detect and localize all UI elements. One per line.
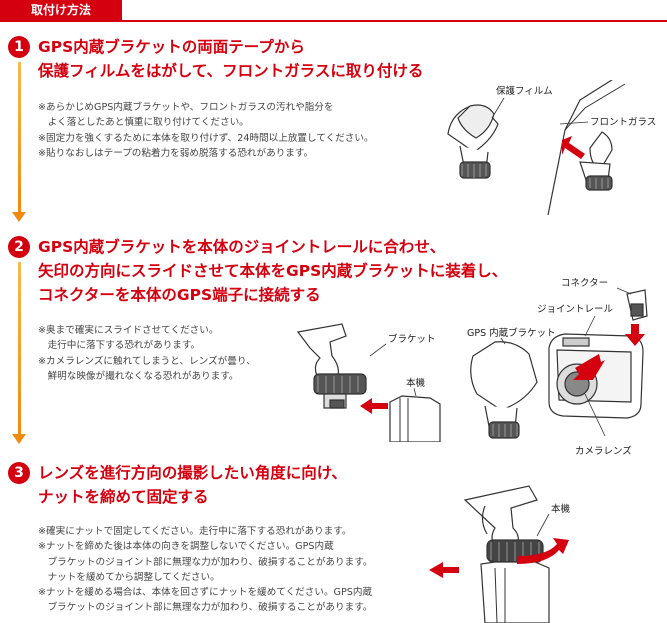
note-line: ブラケットのジョイント部に無理な力が加わり、破損することがあります。: [38, 556, 373, 568]
gps-bracket-drawing: [470, 341, 538, 439]
note-line: 走行中に落下する恐れがあります。: [38, 340, 201, 352]
mount-drawing: [463, 485, 550, 623]
label-gps-bracket: GPS 内蔵ブラケット: [467, 327, 556, 339]
flow-arrow-down-icon: [12, 212, 26, 222]
slide-arrow-icon: [360, 398, 388, 414]
slide-arrow-icon: [573, 354, 605, 380]
note-line: ※奥まで確実にスライドさせてください。: [38, 325, 219, 336]
step-2-title-line: コネクターを本体のGPS端子に接続する: [38, 286, 321, 304]
label-joint-rail: ジョイントレール: [537, 304, 614, 315]
label-bracket: ブラケット: [388, 333, 436, 345]
step-2-title: GPS内蔵ブラケットを本体のジョイントレールに合わせ、 矢印の方向にスライドさせ…: [38, 235, 507, 307]
step-3-illustration: 本機: [429, 485, 571, 623]
section-rule: [0, 20, 667, 22]
camera-body-drawing: [389, 395, 441, 442]
step-1-illustration: 保護フィルム フロントガラス: [447, 80, 656, 215]
flow-line-1: [18, 62, 21, 212]
step-1-title: GPS内蔵ブラケットの両面テープから 保護フィルムをはがして、フロントガラスに取…: [38, 35, 423, 83]
label-windshield: フロントガラス: [590, 117, 656, 128]
step-2-left-illustration: ブラケット 本機: [296, 323, 441, 442]
step-2-number: 2: [8, 236, 30, 258]
windshield-glass: [564, 80, 613, 131]
note-line: ブラケットのジョイント部に無理な力が加わり、破損することがあります。: [38, 602, 373, 614]
attach-arrow-icon: [562, 136, 585, 159]
step-2-title-line: 矢印の方向にスライドさせて本体をGPS内蔵ブラケットに装着し、: [38, 262, 508, 280]
label-body: 本機: [406, 377, 426, 389]
note-line: ※固定力を強くするために本体を取り付けず、24時間以上放置してください。: [38, 132, 374, 144]
label-camera-lens: カメラレンズ: [575, 445, 632, 457]
tilt-arrow-icon: [429, 562, 459, 578]
step-3-title: レンズを進行方向の撮影したい角度に向け、 ナットを締めて固定する: [38, 461, 347, 509]
label-body: 本機: [551, 503, 571, 515]
connector-drawing: [626, 289, 648, 321]
connector-arrow-icon: [625, 324, 645, 346]
step-1-number: 1: [8, 36, 30, 58]
flow-arrow-down-icon: [12, 434, 26, 444]
step-3-notes: ※確実にナットで固定してください。走行中に落下する恐れがあります。 ※ナットを締…: [38, 524, 372, 616]
note-line: ※確実にナットで固定してください。走行中に落下する恐れがあります。: [38, 526, 352, 537]
flow-line-2: [18, 262, 21, 434]
step-1-title-line: GPS内蔵ブラケットの両面テープから: [38, 38, 305, 56]
step-3-title-line: ナットを締めて固定する: [38, 488, 209, 506]
step-1-notes: ※あらかじめGPS内蔵ブラケットや、フロントガラスの汚れや脂分を よく落としたあ…: [38, 100, 374, 161]
note-line: ※カメラレンズに触れてしまうと、レンズが曇り、: [38, 355, 256, 367]
note-line: ※ナットを締めた後は本体の向きを調整しないでください。GPS内蔵: [38, 541, 334, 553]
bracket-with-film: [447, 104, 499, 179]
step-2-notes: ※奥まで確実にスライドさせてください。 走行中に落下する恐れがあります。 ※カメ…: [38, 323, 256, 384]
step-3-number: 3: [8, 462, 30, 484]
note-line: よく落としたあと慎重に取り付けてください。: [38, 117, 249, 129]
step-2-right-illustration: コネクター ジョイントレール GPS 内蔵ブラケット カメラレンズ: [467, 278, 648, 457]
label-protective-film: 保護フィルム: [496, 85, 553, 97]
rotate-arrow-icon: [517, 538, 569, 564]
bracket-on-glass: [579, 131, 613, 191]
step-3-title-line: レンズを進行方向の撮影したい角度に向け、: [38, 464, 347, 482]
note-line: 鮮明な映像が撮れなくなる恐れがあります。: [38, 370, 239, 382]
step-2-title-line: GPS内蔵ブラケットを本体のジョイントレールに合わせ、: [38, 238, 446, 256]
note-line: ナットを緩めてから調整してください。: [38, 571, 220, 583]
note-line: ※ナットを緩める場合は、本体を回さずにナットを緩めてください。GPS内蔵: [38, 587, 373, 599]
step-1-title-line: 保護フィルムをはがして、フロントガラスに取り付ける: [38, 62, 424, 80]
note-line: ※あらかじめGPS内蔵ブラケットや、フロントガラスの汚れや脂分を: [38, 102, 334, 113]
section-tab: 取付け方法: [0, 0, 122, 20]
note-line: ※貼りなおしはテープの粘着力を弱め脱落する恐れがあります。: [38, 147, 314, 159]
label-connector: コネクター: [561, 278, 608, 289]
camera-unit-drawing: [548, 333, 644, 419]
bracket-drawing: [296, 323, 367, 409]
